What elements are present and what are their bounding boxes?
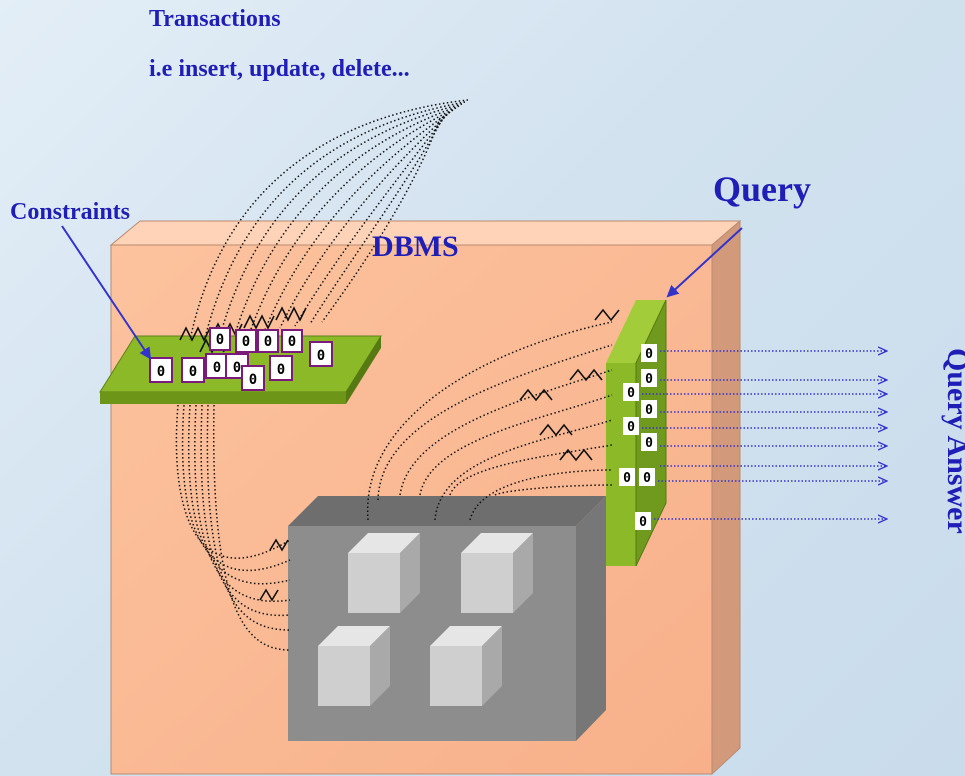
constraint-cell: 0 (149, 357, 173, 383)
answer-cell: 0 (641, 369, 657, 387)
storage-block (288, 496, 606, 741)
answer-cell: 0 (641, 433, 657, 451)
constraint-cell: 0 (209, 327, 231, 351)
cell-zero-text: 0 (216, 332, 224, 348)
constraint-cells: 0 0 0 0 0 0 0 0 0 0 0 (149, 327, 333, 391)
constraint-cell: 0 (309, 341, 333, 367)
cell-zero-text: 0 (213, 360, 221, 376)
answer-cell: 0 (639, 468, 655, 486)
cube-3 (318, 626, 390, 706)
cell-zero-text: 0 (627, 420, 635, 435)
dbms-box-side (711, 219, 741, 776)
storage-top (288, 496, 606, 526)
dbms-label: DBMS (372, 230, 459, 263)
query-flows (366, 321, 613, 521)
cell-zero-text: 0 (645, 347, 653, 362)
query-pointer-arrow (666, 227, 743, 298)
cell-zero-text: 0 (233, 360, 241, 376)
answer-cell: 0 (641, 400, 657, 418)
cell-zero-text: 0 (288, 334, 296, 350)
cube-4 (430, 626, 502, 706)
cell-zero-text: 0 (627, 386, 635, 401)
query-label: Query (713, 169, 811, 209)
pointer-arrows (61, 225, 743, 360)
constraint-cell: 0 (257, 329, 279, 353)
constraint-cell: 0 (181, 357, 205, 383)
constraint-cell: 0 (281, 329, 303, 353)
cell-zero-text: 0 (317, 348, 325, 364)
constraint-cell: 0 (235, 329, 257, 353)
cell-zero-text: 0 (242, 334, 250, 350)
answer-cell: 0 (619, 468, 635, 486)
answer-cell: 0 (623, 383, 639, 401)
cell-zero-text: 0 (249, 372, 257, 388)
query-plate (606, 299, 667, 567)
constraint-cell: 0 (205, 353, 229, 379)
transaction-flows (189, 99, 469, 341)
answer-cells: 0 0 0 0 0 0 0 0 0 (619, 344, 657, 530)
constraint-cell: 0 (241, 365, 265, 391)
constraints-pointer-arrow (61, 225, 152, 360)
cell-zero-text: 0 (645, 403, 653, 418)
cell-zero-text: 0 (264, 334, 272, 350)
cell-zero-text: 0 (645, 372, 653, 387)
transactions-title: Transactions (149, 6, 281, 32)
cell-zero-text: 0 (277, 362, 285, 378)
storage-side (576, 496, 606, 741)
answer-cell: 0 (623, 417, 639, 435)
cell-zero-text: 0 (645, 436, 653, 451)
answer-arrows (642, 351, 886, 519)
answer-cell: 0 (635, 512, 651, 530)
constraints-label: Constraints (10, 199, 131, 225)
transactions-subtitle: i.e insert, update, delete... (149, 56, 410, 82)
cell-zero-text: 0 (157, 364, 165, 380)
storage-flows (175, 404, 291, 651)
cell-zero-text: 0 (623, 471, 631, 486)
cell-zero-text: 0 (639, 515, 647, 530)
constraint-cell: 0 (269, 355, 293, 381)
cube-2 (461, 533, 533, 613)
query-answer-label: Query Answer (941, 348, 965, 534)
answer-cell: 0 (641, 344, 657, 362)
cell-zero-text: 0 (643, 471, 651, 486)
cube-1 (348, 533, 420, 613)
cell-zero-text: 0 (189, 364, 197, 380)
